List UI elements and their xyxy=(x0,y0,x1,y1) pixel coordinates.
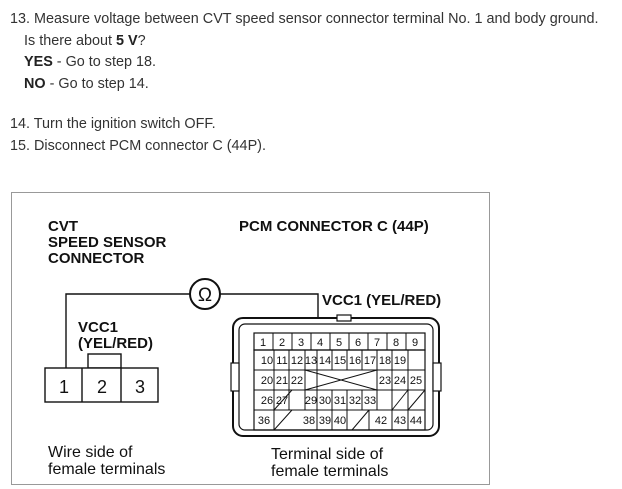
pcm-pin-25: 25 xyxy=(410,375,422,387)
pcm-pin-23: 23 xyxy=(379,375,391,387)
pcm-pin-32: 32 xyxy=(349,395,361,407)
vcc1-left-line1: VCC1 xyxy=(78,319,118,336)
pcm-title: PCM CONNECTOR C (44P) xyxy=(239,218,429,235)
step-13-no: NO - Go to step 14. xyxy=(24,75,149,92)
pcm-pin-29: 29 xyxy=(305,395,317,407)
cvt-title-line2: SPEED SENSOR xyxy=(48,234,167,251)
pcm-pin-42: 42 xyxy=(375,415,387,427)
cvt-connector: 1 2 3 xyxy=(44,353,159,403)
pcm-pin-19: 19 xyxy=(394,355,406,367)
vcc1-right: VCC1 (YEL/RED) xyxy=(322,292,441,309)
wiring-diagram: CVT SPEED SENSOR CONNECTOR PCM CONNECTOR… xyxy=(11,192,490,485)
pcm-pin-22: 22 xyxy=(291,375,303,387)
pcm-pin-11: 11 xyxy=(276,355,287,367)
wiring-diagram-svg: CVT SPEED SENSOR CONNECTOR PCM CONNECTOR… xyxy=(44,218,442,480)
pcm-pin-2: 2 xyxy=(279,337,285,349)
pcm-pin-31: 31 xyxy=(334,395,346,407)
pcm-pin-5: 5 xyxy=(336,337,342,349)
cvt-pin-2: 2 xyxy=(97,377,107,397)
pcm-pin-14: 14 xyxy=(319,355,331,367)
step-13-yes: YES - Go to step 18. xyxy=(24,54,156,70)
pcm-pin-8: 8 xyxy=(393,337,399,349)
pcm-pin-3: 3 xyxy=(298,337,304,349)
pcm-pin-40: 40 xyxy=(334,415,346,427)
ohmmeter-icon: Ω xyxy=(189,278,221,310)
pcm-pin-44: 44 xyxy=(410,415,422,427)
pcm-pin-36: 36 xyxy=(258,415,270,427)
pcm-pin-39: 39 xyxy=(319,415,331,427)
pcm-pin-30: 30 xyxy=(319,395,331,407)
ohm-symbol: Ω xyxy=(198,285,212,306)
pcm-pin-24: 24 xyxy=(394,375,406,387)
cvt-title-line3: CONNECTOR xyxy=(48,250,145,267)
step-14: 14. Turn the ignition switch OFF. xyxy=(10,116,216,132)
pcm-pin-27: 27 xyxy=(276,395,288,407)
caption-right-line1: Terminal side of xyxy=(271,446,384,463)
pcm-connector: 1 2 3 4 5 6 7 8 9 10 11 12 13 14 15 16 1… xyxy=(230,314,442,437)
pcm-pin-4: 4 xyxy=(317,337,323,349)
step-13: 13. Measure voltage between CVT speed se… xyxy=(10,11,599,27)
caption-left-line2: female terminals xyxy=(48,461,165,478)
caption-left-line1: Wire side of xyxy=(48,444,133,461)
vcc1-left-line2: (YEL/RED) xyxy=(78,335,153,352)
pcm-pin-10: 10 xyxy=(261,355,273,367)
pcm-pin-16: 16 xyxy=(349,355,361,367)
pcm-pin-26: 26 xyxy=(261,395,273,407)
step-13-question: Is there about 5 V? xyxy=(24,32,146,49)
pcm-pin-33: 33 xyxy=(364,395,376,407)
pcm-pin-43: 43 xyxy=(394,415,406,427)
cvt-pin-3: 3 xyxy=(135,377,145,397)
pcm-pin-13: 13 xyxy=(305,355,317,367)
procedure-steps: 13. Measure voltage between CVT speed se… xyxy=(10,9,599,157)
pcm-pin-9: 9 xyxy=(412,337,418,349)
pcm-pin-12: 12 xyxy=(291,355,303,367)
pcm-pin-17: 17 xyxy=(364,355,376,367)
cvt-pin-1: 1 xyxy=(59,377,69,397)
pcm-pin-38: 38 xyxy=(303,415,315,427)
caption-right-line2: female terminals xyxy=(271,463,388,480)
pcm-pin-15: 15 xyxy=(334,355,346,367)
pcm-pin-1: 1 xyxy=(260,337,266,349)
pcm-pin-20: 20 xyxy=(261,375,273,387)
pcm-pin-21: 21 xyxy=(276,375,288,387)
pcm-pin-7: 7 xyxy=(374,337,380,349)
pcm-pin-6: 6 xyxy=(355,337,361,349)
cvt-title-line1: CVT xyxy=(48,218,78,235)
step-15: 15. Disconnect PCM connector C (44P). xyxy=(10,137,266,154)
pcm-pin-18: 18 xyxy=(379,355,391,367)
